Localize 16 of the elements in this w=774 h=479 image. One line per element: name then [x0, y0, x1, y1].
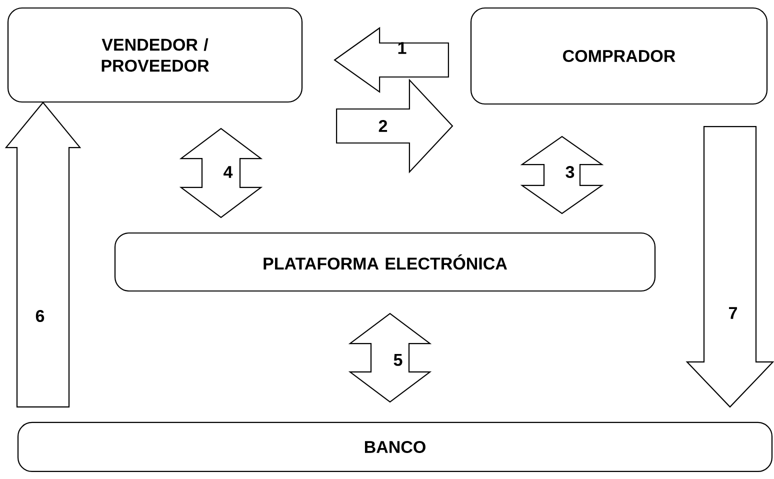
- rounded-box: BANCO: [17, 422, 773, 472]
- block-arrow: [520, 136, 604, 214]
- block-arrow: [4, 102, 82, 408]
- rounded-box: PLATAFORMA ELECTRÓNICA: [114, 232, 656, 292]
- arrow-number: 3: [566, 166, 574, 178]
- arrow-number: 2: [378, 120, 388, 132]
- arrow-number: 7: [729, 307, 737, 319]
- rounded-box: VENDEDOR / PROVEEDOR: [7, 7, 303, 103]
- block-arrow: [686, 126, 774, 408]
- rounded-box: COMPRADOR: [470, 7, 768, 105]
- arrow-number: 6: [36, 310, 44, 322]
- arrow-number: 5: [394, 354, 402, 366]
- block-arrow: [348, 312, 432, 403]
- arrow-number: 4: [224, 166, 233, 178]
- block-arrow: [336, 78, 454, 174]
- block-arrow: [334, 26, 449, 94]
